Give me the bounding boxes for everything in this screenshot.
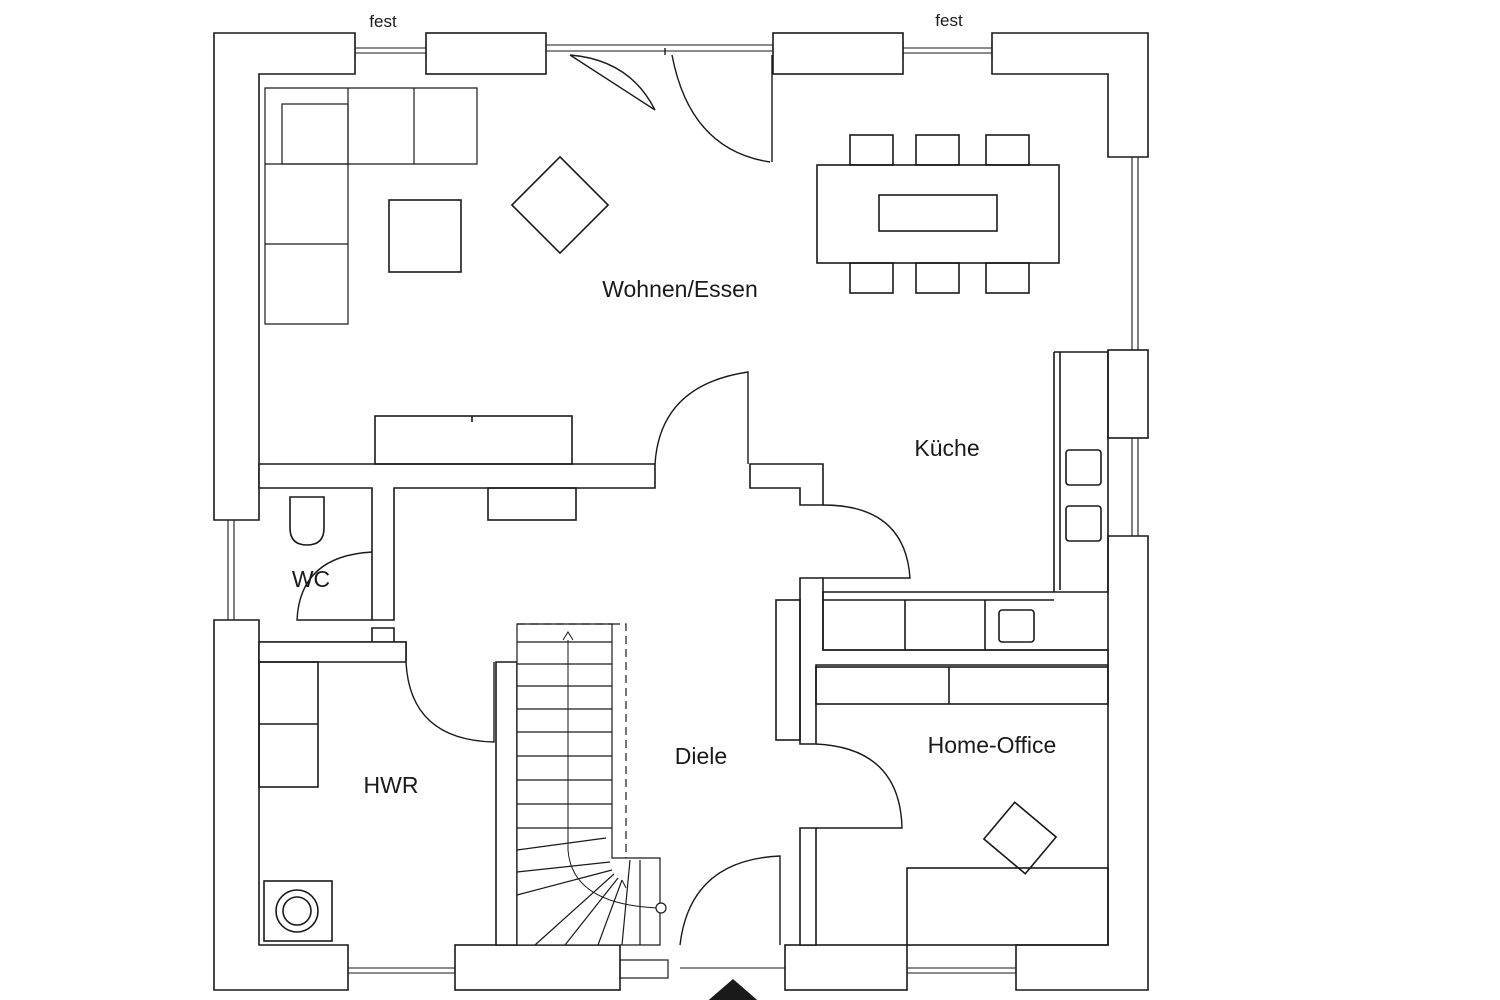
wall-hwr-top <box>258 641 407 663</box>
windows <box>227 41 1139 974</box>
stair-walkline <box>567 640 661 909</box>
room-label-diele: Diele <box>675 743 727 769</box>
toilet <box>289 496 325 546</box>
hwr-furniture <box>258 661 333 942</box>
office-furniture <box>815 666 1109 946</box>
kitchen-counters <box>822 351 1109 651</box>
door-hwr <box>405 661 495 743</box>
door-terrace-left <box>569 54 656 111</box>
wall-right-pier <box>1107 349 1149 439</box>
door-office <box>815 743 903 829</box>
room-label-wohnen-essen: Wohnen/Essen <box>602 276 758 302</box>
rug-square <box>510 155 610 255</box>
window-note-left: fest <box>369 12 397 31</box>
wall-top-pier-2 <box>772 32 904 75</box>
door-wc <box>296 551 373 621</box>
wall-top-right <box>991 32 1149 158</box>
room-label-kueche: Küche <box>914 435 979 461</box>
sideboard <box>374 415 573 465</box>
wall-office-left <box>799 827 817 946</box>
room-label-home-office: Home-Office <box>928 732 1057 758</box>
exterior-walls <box>213 32 1149 991</box>
staircase <box>516 623 669 979</box>
diele-furniture <box>487 487 801 741</box>
wall-left-lower <box>213 619 349 991</box>
wall-kitchen-diele <box>799 577 1109 745</box>
dining-set <box>816 134 1060 294</box>
room-label-hwr: HWR <box>364 772 419 798</box>
door-kitchen <box>822 504 911 579</box>
wall-hwr-right <box>495 661 518 946</box>
doors <box>296 48 911 946</box>
wall-bottom-pier-1 <box>454 944 621 991</box>
door-entrance <box>679 855 781 946</box>
wall-top-pier-1 <box>425 32 547 75</box>
wall-bottom-pier-2 <box>784 944 908 991</box>
interior-walls <box>258 463 1109 946</box>
sofa <box>264 87 478 325</box>
wall-living-bottom <box>258 463 656 621</box>
stair-treads <box>516 641 641 946</box>
wall-top-left <box>213 32 356 521</box>
door-living <box>654 371 749 465</box>
wall-right-lower <box>1015 535 1149 991</box>
entrance-marker <box>708 978 758 1000</box>
room-label-wc: WC <box>292 566 330 592</box>
wall-living-diele-right <box>749 463 824 506</box>
window-note-right: fest <box>935 11 963 30</box>
door-terrace-right <box>664 48 773 163</box>
coffee-table <box>388 199 462 273</box>
